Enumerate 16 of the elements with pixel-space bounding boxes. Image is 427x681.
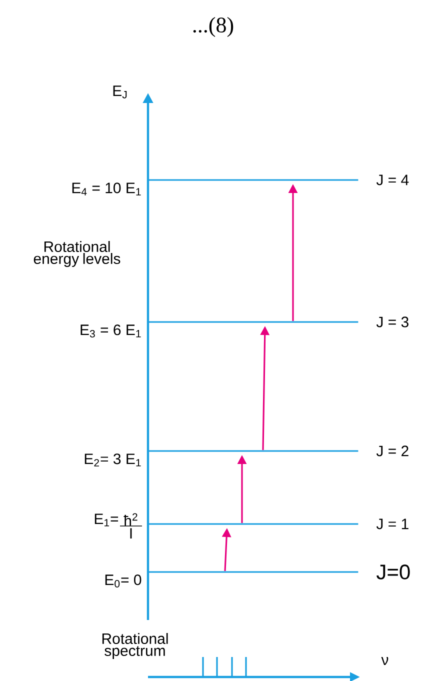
caption-text: Rotational spectrum [102,633,168,659]
energy-label: E$_{0}$= 0 [105,574,142,588]
axis-label: E$_{J}$ [113,86,127,98]
level-label: J=0 [376,564,410,580]
fraction: ħ$^{2}$ I [120,513,142,539]
axis-label: ν [381,657,388,665]
caption-text: Rotational energy levels [34,241,120,267]
energy-label: E$_{4}$ = 10 E$_{1}$ [72,182,141,196]
level-label: J = 4 [376,174,409,186]
energy-label: E$_{2}$= 3 E$_{1}$ [84,454,141,466]
equation-number: ...(8) [193,17,234,37]
level-label: J = 3 [376,316,408,328]
level-label: J = 2 [376,446,408,456]
energy-label: E$_{1}$= [94,514,118,526]
energy-label: E$_{3}$ = 6 E$_{1}$ [80,324,141,338]
level-label: J = 1 [376,518,408,530]
